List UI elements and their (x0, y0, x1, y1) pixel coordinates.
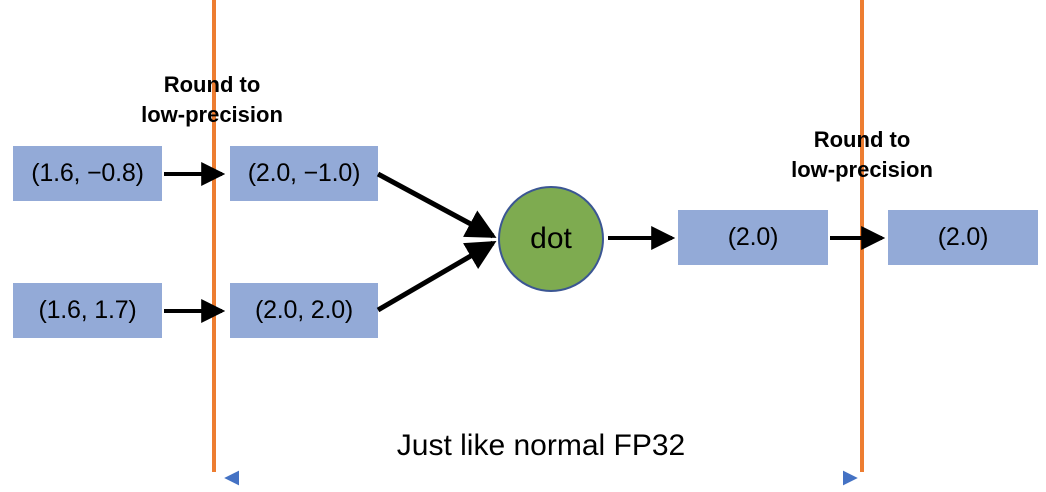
node-rounded-a: (2.0, −1.0) (230, 146, 378, 201)
arrow-rounded-a-to-dot (376, 171, 497, 239)
node-dot-operation: dot (498, 186, 604, 292)
arrow-rounded-b-to-dot (376, 240, 497, 313)
node-input-a: (1.6, −0.8) (13, 146, 162, 201)
rounding-boundary-line-left (212, 0, 216, 472)
node-rounded-b: (2.0, 2.0) (230, 283, 378, 338)
caption-round-to-low-precision-right: Round to low-precision (791, 127, 933, 182)
node-output-rounded: (2.0) (888, 210, 1038, 265)
footer-label-just-like-normal-fp32: Just like normal FP32 (396, 429, 686, 462)
node-input-b: (1.6, 1.7) (13, 283, 162, 338)
node-output-highprec: (2.0) (678, 210, 828, 265)
caption-round-to-low-precision-left: Round to low-precision (141, 72, 283, 127)
rounding-boundary-line-right (860, 0, 864, 472)
